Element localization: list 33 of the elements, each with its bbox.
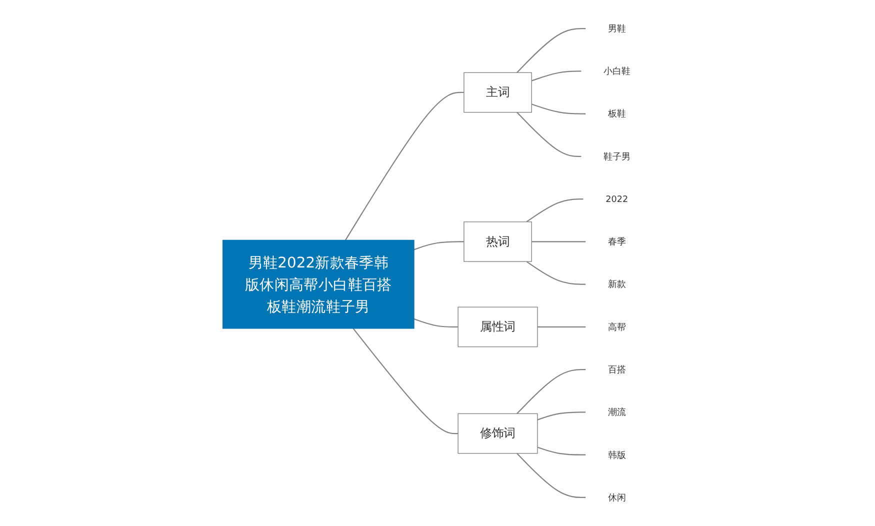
- connector: [414, 318, 458, 328]
- node-text: 男鞋: [608, 23, 626, 34]
- connector: [526, 198, 584, 222]
- connector: [526, 261, 586, 285]
- connector: [516, 28, 586, 73]
- node-text: 2022: [606, 194, 628, 204]
- node-text: 休闲: [608, 492, 626, 503]
- connector: [414, 241, 464, 250]
- node-box: 热词: [464, 221, 532, 262]
- connector: [532, 241, 586, 242]
- node-text: 百搭: [608, 364, 626, 375]
- node-text: 鞋子男: [604, 151, 630, 162]
- connector: [352, 328, 458, 434]
- connector: [537, 412, 586, 420]
- connector: [516, 369, 586, 414]
- node-text: 小白鞋: [604, 66, 630, 76]
- connector: [531, 104, 586, 114]
- node-box: 男鞋2022新款春季韩版休闲高帮小白鞋百搭板鞋潮流鞋子男: [222, 240, 414, 329]
- node-box: 主词: [464, 72, 532, 113]
- connector: [516, 112, 582, 157]
- node-box: 属性词: [458, 306, 538, 348]
- node-box: 修饰词: [458, 413, 538, 454]
- connector: [516, 452, 586, 498]
- node-text: 新款: [608, 279, 626, 290]
- connector: [344, 92, 464, 240]
- node-text: 春季: [608, 236, 626, 247]
- node-text: 潮流: [608, 407, 626, 418]
- node-text: 韩版: [608, 450, 626, 460]
- connector: [537, 446, 586, 456]
- node-text: 高帮: [608, 322, 626, 332]
- connector: [531, 70, 582, 82]
- connector: [537, 326, 586, 328]
- node-text: 板鞋: [608, 108, 626, 119]
